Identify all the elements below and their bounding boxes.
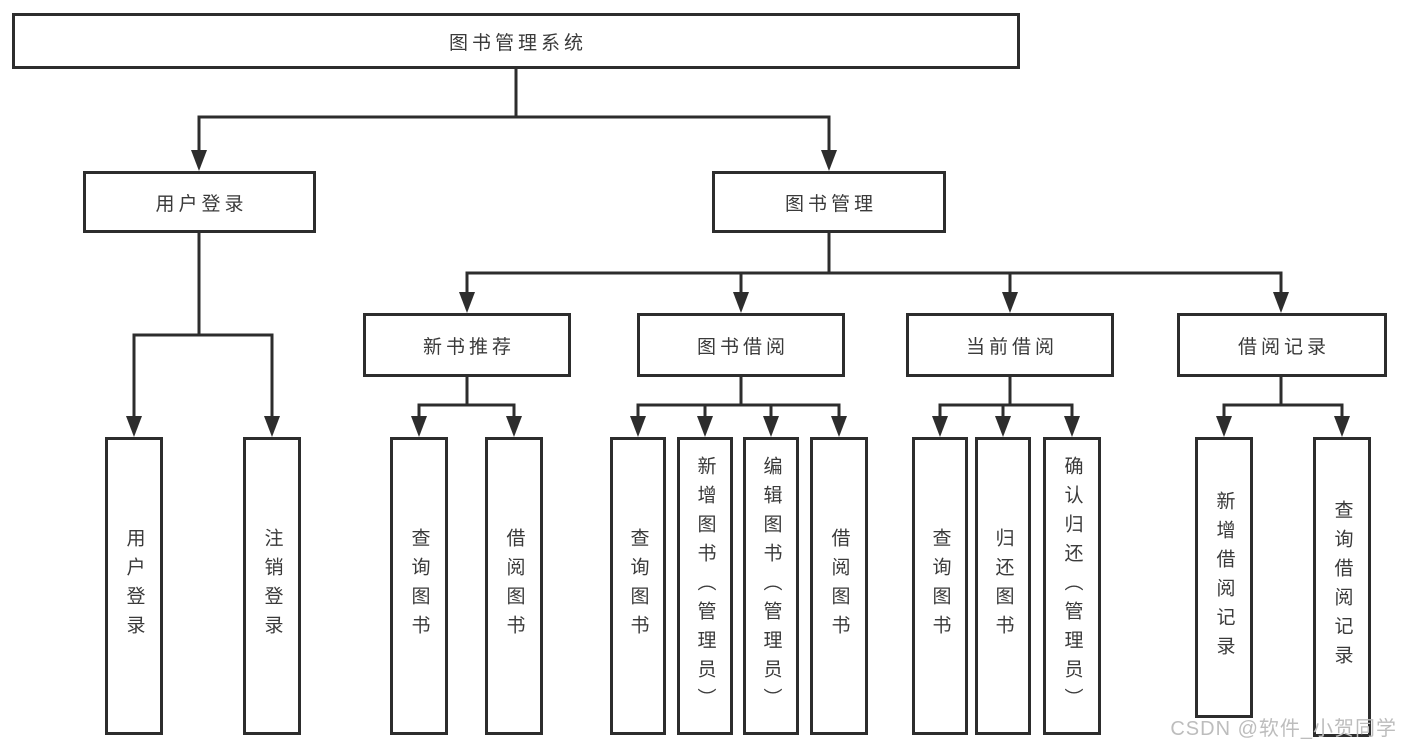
- leaf-add-borrow-record: 新增借阅记录: [1195, 437, 1253, 718]
- leaf-query-books-recommend: 查询图书: [390, 437, 448, 735]
- leaf-label: 查询图书: [929, 528, 951, 644]
- leaf-label: 查询图书: [408, 528, 430, 644]
- node-user-login: 用户登录: [83, 171, 316, 233]
- leaf-logout: 注销登录: [243, 437, 301, 735]
- leaf-query-borrow-record: 查询借阅记录: [1313, 437, 1371, 737]
- node-label: 新书推荐: [422, 336, 515, 358]
- node-label: 当前借阅: [965, 336, 1058, 358]
- leaf-query-books-current: 查询图书: [912, 437, 968, 735]
- leaf-borrow-books-recommend: 借阅图书: [485, 437, 543, 735]
- leaf-label: 编辑图书（管理员）: [760, 455, 782, 717]
- leaf-label: 借阅图书: [828, 528, 850, 644]
- leaf-edit-book-admin: 编辑图书（管理员）: [743, 437, 799, 735]
- leaf-borrow-books: 借阅图书: [810, 437, 868, 735]
- node-label: 图书借阅: [696, 336, 789, 358]
- node-new-book-recommend: 新书推荐: [363, 313, 571, 377]
- leaf-label: 确认归还（管理员）: [1061, 455, 1083, 717]
- leaf-label: 用户登录: [123, 528, 145, 644]
- leaf-add-book-admin: 新增图书（管理员）: [677, 437, 733, 735]
- node-label: 图书管理: [784, 193, 877, 215]
- leaf-label: 查询借阅记录: [1331, 500, 1353, 674]
- leaf-label: 查询图书: [627, 528, 649, 644]
- node-book-borrow: 图书借阅: [637, 313, 845, 377]
- node-label: 图书管理系统: [448, 32, 587, 54]
- leaf-query-books-borrow: 查询图书: [610, 437, 666, 735]
- csdn-watermark: CSDN @软件_小贺同学: [1170, 718, 1397, 740]
- node-borrow-records: 借阅记录: [1177, 313, 1387, 377]
- leaf-label: 借阅图书: [503, 528, 525, 644]
- leaf-label: 新增借阅记录: [1213, 490, 1235, 665]
- node-label: 用户登录: [155, 193, 248, 215]
- leaf-label: 归还图书: [992, 528, 1014, 644]
- leaf-label: 新增图书（管理员）: [694, 455, 716, 717]
- leaf-return-book: 归还图书: [975, 437, 1031, 735]
- node-label: 借阅记录: [1237, 336, 1330, 358]
- node-book-management: 图书管理: [712, 171, 946, 233]
- leaf-confirm-return-admin: 确认归还（管理员）: [1043, 437, 1101, 735]
- node-library-management-system: 图书管理系统: [12, 13, 1020, 69]
- node-current-borrow: 当前借阅: [906, 313, 1114, 377]
- leaf-user-login: 用户登录: [105, 437, 163, 735]
- leaf-label: 注销登录: [261, 528, 283, 644]
